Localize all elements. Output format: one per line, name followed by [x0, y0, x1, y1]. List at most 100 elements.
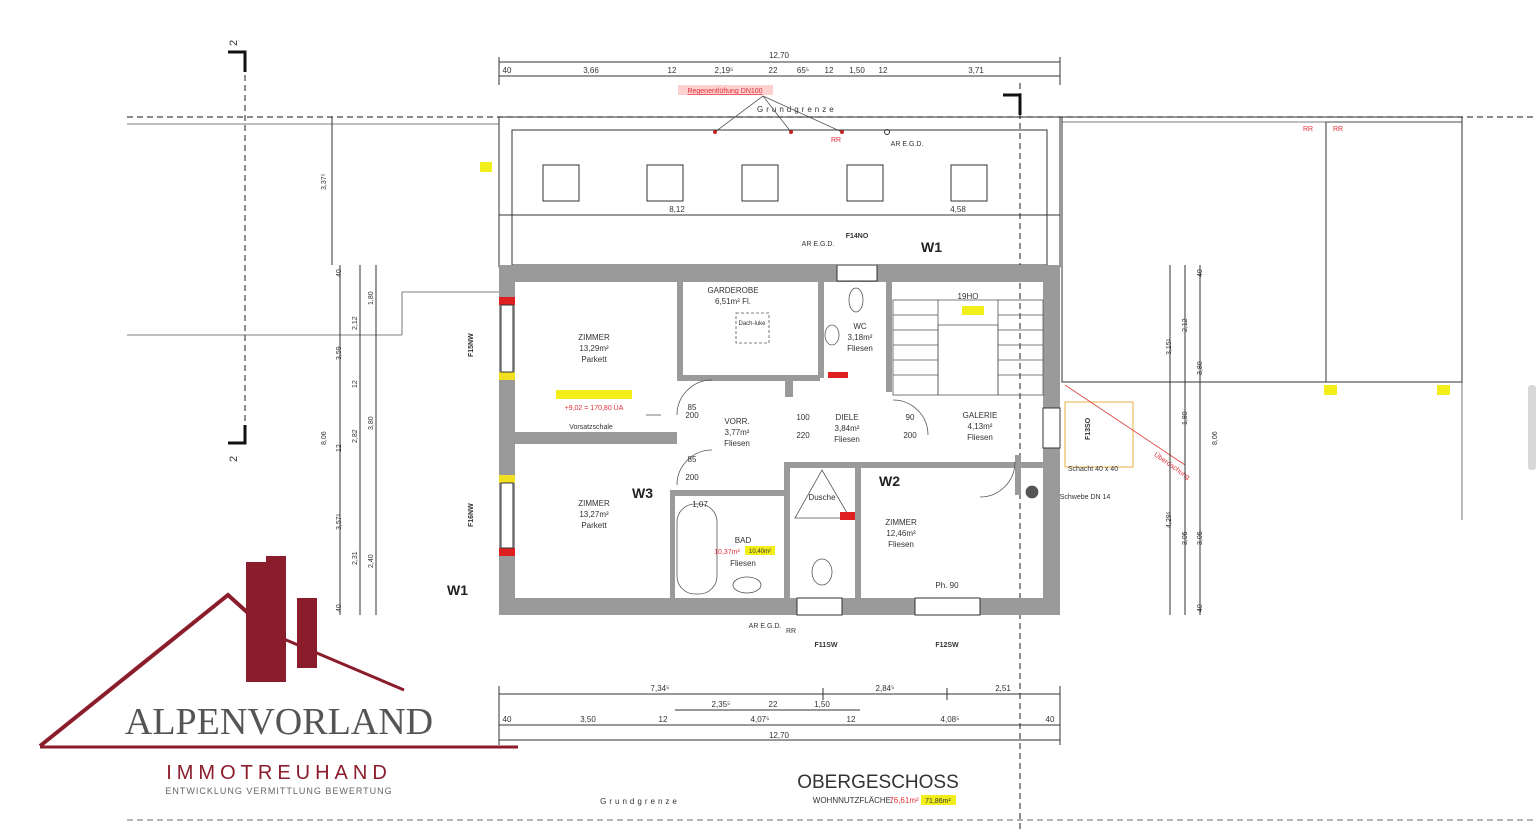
- dim: 1,80: [1182, 411, 1189, 425]
- room-name: VORR.: [724, 417, 749, 426]
- dim-total-bottom: 12,70: [769, 731, 790, 740]
- dim: 65⁵: [797, 66, 809, 75]
- window-label: F15NW: [468, 333, 475, 357]
- zimmer-note: +9,02 = 170,80 ÜA: [565, 404, 624, 412]
- room-area: 12,46m²: [886, 529, 916, 538]
- window-label: F16NW: [468, 503, 475, 527]
- area-value-alt: 71,86m²: [925, 798, 951, 805]
- dim: 3,80: [368, 416, 375, 430]
- room-labels: ZIMMER 13,29m² Parkett +9,02 = 170,80 ÜA…: [556, 286, 997, 590]
- window-label: F13SO: [1085, 417, 1092, 440]
- ar-label: AR E.G.D.: [802, 241, 835, 248]
- room-floor: Fliesen: [847, 344, 873, 353]
- dim: 2,51: [995, 684, 1011, 693]
- dim: 3,71: [968, 66, 984, 75]
- door-label: 200: [903, 431, 917, 440]
- vorsatzschale-label: Vorsatzschale: [569, 424, 613, 431]
- dim: 3,05: [1182, 531, 1189, 545]
- dim: 40: [336, 269, 343, 277]
- door-label: 200: [685, 473, 699, 482]
- stairs-label: 19HO: [958, 292, 979, 301]
- dim: 3,80: [1197, 361, 1204, 375]
- room-floor: Fliesen: [967, 433, 993, 442]
- window-labels: F14NO F15NW F16NW F11SW F12SW F13SO: [468, 233, 1092, 649]
- room-area: 3,77m²: [725, 428, 750, 437]
- dim: 4,29⁵: [1166, 511, 1173, 528]
- scrollbar[interactable]: [1528, 385, 1536, 470]
- dim: 2,35⁵: [712, 700, 731, 709]
- dim: 8,06: [1212, 431, 1219, 445]
- plan-title: OBERGESCHOSS WOHNNUTZFLÄCHE: 76,61m² 71,…: [797, 772, 959, 805]
- dim: 2,40: [368, 554, 375, 568]
- dim: 2,31: [352, 551, 359, 565]
- dim: 1,50: [814, 700, 830, 709]
- exterior-walls: [499, 264, 1061, 616]
- floor-title: OBERGESCHOSS: [797, 772, 959, 793]
- dim: 12: [336, 444, 343, 452]
- room-name: Dusche: [808, 493, 836, 502]
- door-label: 85: [688, 403, 697, 412]
- skylight: [741, 164, 779, 202]
- wall-type-w1-b: W1: [447, 582, 468, 598]
- overhang-label: Überdachung: [1152, 451, 1191, 482]
- dim: 2,82: [352, 429, 359, 443]
- dim: 3,59: [336, 346, 343, 360]
- dim-total-top: 12,70: [769, 51, 790, 60]
- interior-walls: [515, 282, 1043, 598]
- window-label: F11SW: [815, 642, 838, 649]
- property-line-label-bottom: Grundgrenze: [600, 797, 680, 806]
- side-dimensions: 3,37⁵ 40 1,80 2,12 3,59 12 3,80 8,06 2,8…: [321, 117, 1219, 615]
- room-name: ZIMMER: [578, 333, 610, 342]
- rr-label: RR: [1333, 126, 1343, 133]
- room-name: WC: [853, 322, 867, 331]
- dim: 2,84⁵: [876, 684, 895, 693]
- neighbour-building: RR RR Überdachung: [1061, 116, 1463, 520]
- room-name: ZIMMER: [885, 518, 917, 527]
- service-labels: AR E.G.D. AR E.G.D. RR Schacht 40 x 40 S…: [749, 241, 1119, 635]
- room-floor: Parkett: [581, 355, 607, 364]
- dim: 12: [847, 715, 856, 724]
- door-label: 85: [688, 455, 697, 464]
- bottom-dimensions: 7,34⁵ 2,84⁵ 2,51 2,35⁵ 22 1,50 40 3,50 1…: [498, 684, 1061, 745]
- dim: 12: [879, 66, 888, 75]
- drain-note: Regenentlüftung DN100: [687, 88, 762, 95]
- dim: 8,06: [321, 431, 328, 445]
- dim: 2,12: [1182, 318, 1189, 332]
- section-label-top: 2: [228, 40, 240, 46]
- dim: 12: [352, 380, 359, 388]
- dim: 40: [1046, 715, 1055, 724]
- door-label: 90: [906, 413, 915, 422]
- dim: 8,12: [669, 205, 685, 214]
- dim: 2,19⁵: [715, 66, 734, 75]
- dim: 12: [825, 66, 834, 75]
- balcony: 8,12 4,58: [480, 116, 1061, 268]
- dim: 4,58: [950, 205, 966, 214]
- room-name: BAD: [735, 536, 752, 545]
- ph90-label: Ph. 90: [935, 581, 959, 590]
- door-label: 220: [796, 431, 810, 440]
- rr-label: RR: [831, 137, 841, 144]
- dim: 40: [1197, 604, 1204, 612]
- dim: 22: [769, 700, 778, 709]
- schacht-label: Schacht 40 x 40: [1068, 466, 1118, 473]
- dim: 3,57⁵: [336, 513, 343, 530]
- property-line-label: Grundgrenze: [757, 105, 837, 114]
- skylight: [950, 164, 988, 202]
- dim: 3,37⁵: [321, 173, 328, 190]
- rr-label: RR: [786, 628, 796, 635]
- dim: 40: [336, 604, 343, 612]
- dim: 3,15⁵: [1166, 338, 1173, 355]
- skylight: [646, 164, 684, 202]
- room-floor: Fliesen: [724, 439, 750, 448]
- dim: 4,07⁵: [751, 715, 770, 724]
- room-area: 10,37m²: [714, 549, 740, 556]
- dim: 4,08⁵: [941, 715, 960, 724]
- room-area: 3,18m²: [848, 333, 873, 342]
- room-name: DIELE: [835, 413, 858, 422]
- dim: 1,80: [368, 291, 375, 305]
- wall-type-w1: W1: [921, 239, 942, 255]
- room-name: ZIMMER: [578, 499, 610, 508]
- room-area: 3,84m²: [835, 424, 860, 433]
- skylight: [846, 164, 884, 202]
